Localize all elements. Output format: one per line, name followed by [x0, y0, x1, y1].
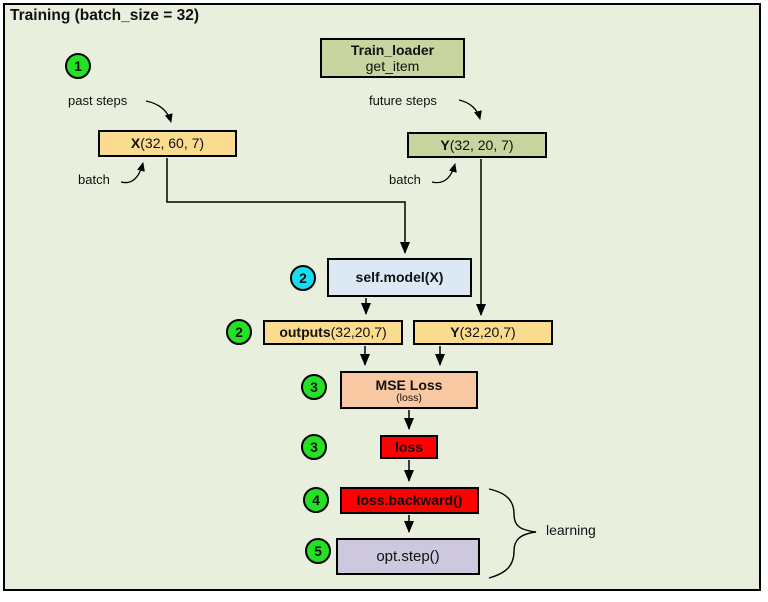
label-future-steps: future steps [369, 93, 437, 108]
node-loss-backward: loss.backward() [340, 487, 479, 514]
step-badge-2-cyan: 2 [290, 265, 316, 291]
arrow-future-steps [458, 99, 482, 120]
x-input-shape: (32, 60, 7) [140, 135, 205, 152]
train-loader-subtitle: get_item [365, 58, 420, 74]
step-badge-3-mse: 3 [301, 374, 327, 400]
arrow-batch-left [120, 162, 145, 184]
step-badge-3-loss: 3 [301, 434, 327, 460]
node-y-target: Y (32, 20, 7) [407, 132, 547, 158]
y-batch-shape: (32,20,7) [459, 324, 516, 341]
train-loader-title: Train_loader [350, 41, 435, 58]
outputs-shape: (32,20,7) [330, 324, 387, 341]
loss-label: loss [394, 438, 423, 455]
step-badge-4: 4 [303, 487, 329, 513]
node-opt-step: opt.step() [336, 538, 480, 575]
mse-sublabel: (loss) [396, 391, 422, 404]
opt-step-label: opt.step() [376, 547, 440, 565]
mse-label: MSE Loss [375, 376, 443, 393]
label-past-steps: past steps [68, 93, 128, 108]
step-badge-2-green: 2 [226, 319, 252, 345]
node-y-batch: Y (32,20,7) [413, 320, 553, 345]
node-mse-loss: MSE Loss (loss) [340, 371, 478, 409]
node-model: self.model(X) [327, 258, 472, 297]
step-badge-5: 5 [305, 538, 331, 564]
diagram-title: Training (batch_size = 32) [10, 7, 200, 24]
arrow-past-steps [145, 100, 173, 123]
model-label: self.model(X) [355, 269, 444, 286]
node-train-loader: Train_loader get_item [320, 38, 465, 78]
learning-brace [488, 488, 537, 579]
loss-backward-label: loss.backward() [356, 492, 463, 509]
node-outputs: outputs (32,20,7) [263, 320, 403, 345]
arrow-batch-right [431, 163, 457, 184]
label-batch-left: batch [78, 172, 110, 187]
label-batch-right: batch [389, 172, 421, 187]
edge-x-to-model [166, 158, 410, 254]
y-batch-bold: Y [450, 324, 460, 341]
node-loss: loss [380, 435, 438, 459]
label-learning: learning [546, 522, 596, 538]
y-target-bold: Y [440, 136, 450, 153]
node-x-input: X (32, 60, 7) [98, 130, 237, 157]
step-badge-1: 1 [65, 53, 91, 79]
x-input-bold: X [130, 135, 141, 152]
y-target-shape: (32, 20, 7) [449, 136, 514, 153]
outputs-bold: outputs [279, 324, 331, 341]
